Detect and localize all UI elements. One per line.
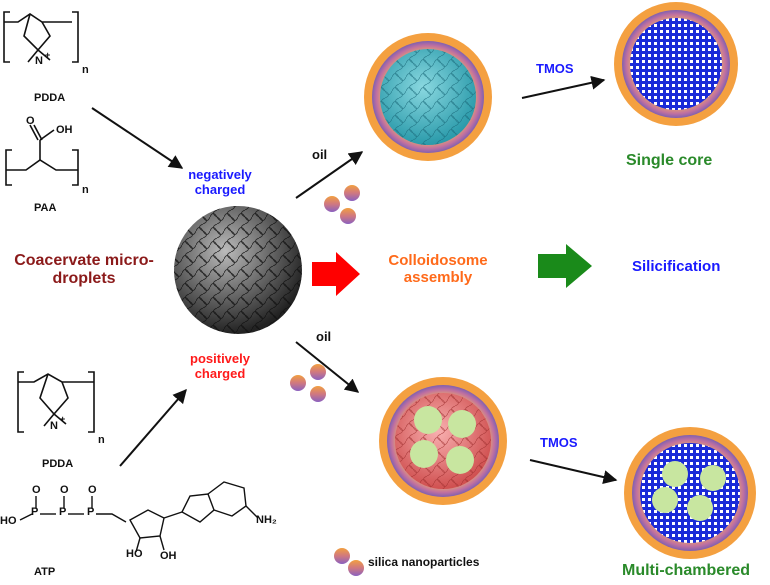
atp-label: ATP [34,566,56,578]
pdda-top-charge: + [45,50,51,60]
silica-nanoparticles-label: silica nanoparticles [368,555,480,569]
oil-bottom-label: oil [316,329,332,344]
atp-o1: O [32,484,41,496]
paa-subscript: n [82,184,89,196]
pdda-bottom-nitrogen: N [50,420,58,432]
paa-oxygen: O [26,115,35,127]
paa-label: PAA [34,202,57,214]
colloidosome-bottom [379,377,507,505]
oil-top-label: oil [312,147,328,162]
tmos-top-label: TMOS [536,61,574,76]
multi-chambered-capsule [624,427,756,559]
single-core-label: Single core [626,152,713,169]
nanoparticle-cluster-top [324,185,360,224]
silicification-label: Silicification [632,258,721,275]
atp-structure [19,481,259,553]
paa-structure [5,124,79,186]
pdda-top-label: PDDA [34,92,66,104]
atp-amine: NH₂ [256,514,277,526]
atp-o3: O [88,484,97,496]
green-block-arrow [538,244,592,288]
single-core-capsule [614,2,738,126]
pdda-bottom-structure [17,371,95,433]
atp-ho: HO [0,515,17,527]
paa-hydroxyl: OH [56,124,73,136]
atp-ho-sugar: HO [126,548,143,560]
atp-p1: P [31,506,39,518]
pdda-top-nitrogen: N [35,55,43,67]
pdda-top-structure [3,11,79,63]
coacervate-label: Coacervate micro-droplets [14,252,154,288]
coacervate-droplet [174,206,302,334]
atp-oh-sugar: OH [160,550,177,562]
process-arrows [91,75,618,484]
negatively-charged-label: negatively charged [188,167,252,197]
pdda-bottom-label: PDDA [42,458,74,470]
atp-p2: P [59,506,67,518]
atp-o2: O [60,484,69,496]
nanoparticle-cluster-bottom [290,364,326,402]
pdda-bottom-charge: + [60,414,66,424]
colloidosome-top [364,33,492,161]
colloidosome-label: Colloidosome assembly [388,252,488,287]
pdda-bottom-subscript: n [98,434,105,446]
atp-p3: P [87,506,95,518]
multi-chambered-label: Multi-chambered [622,562,751,579]
positively-charged-label: positively charged [190,351,250,381]
tmos-bottom-label: TMOS [540,435,578,450]
nanoparticle-legend-icon [334,548,364,576]
pdda-top-subscript: n [82,64,89,76]
red-block-arrow [312,252,360,296]
